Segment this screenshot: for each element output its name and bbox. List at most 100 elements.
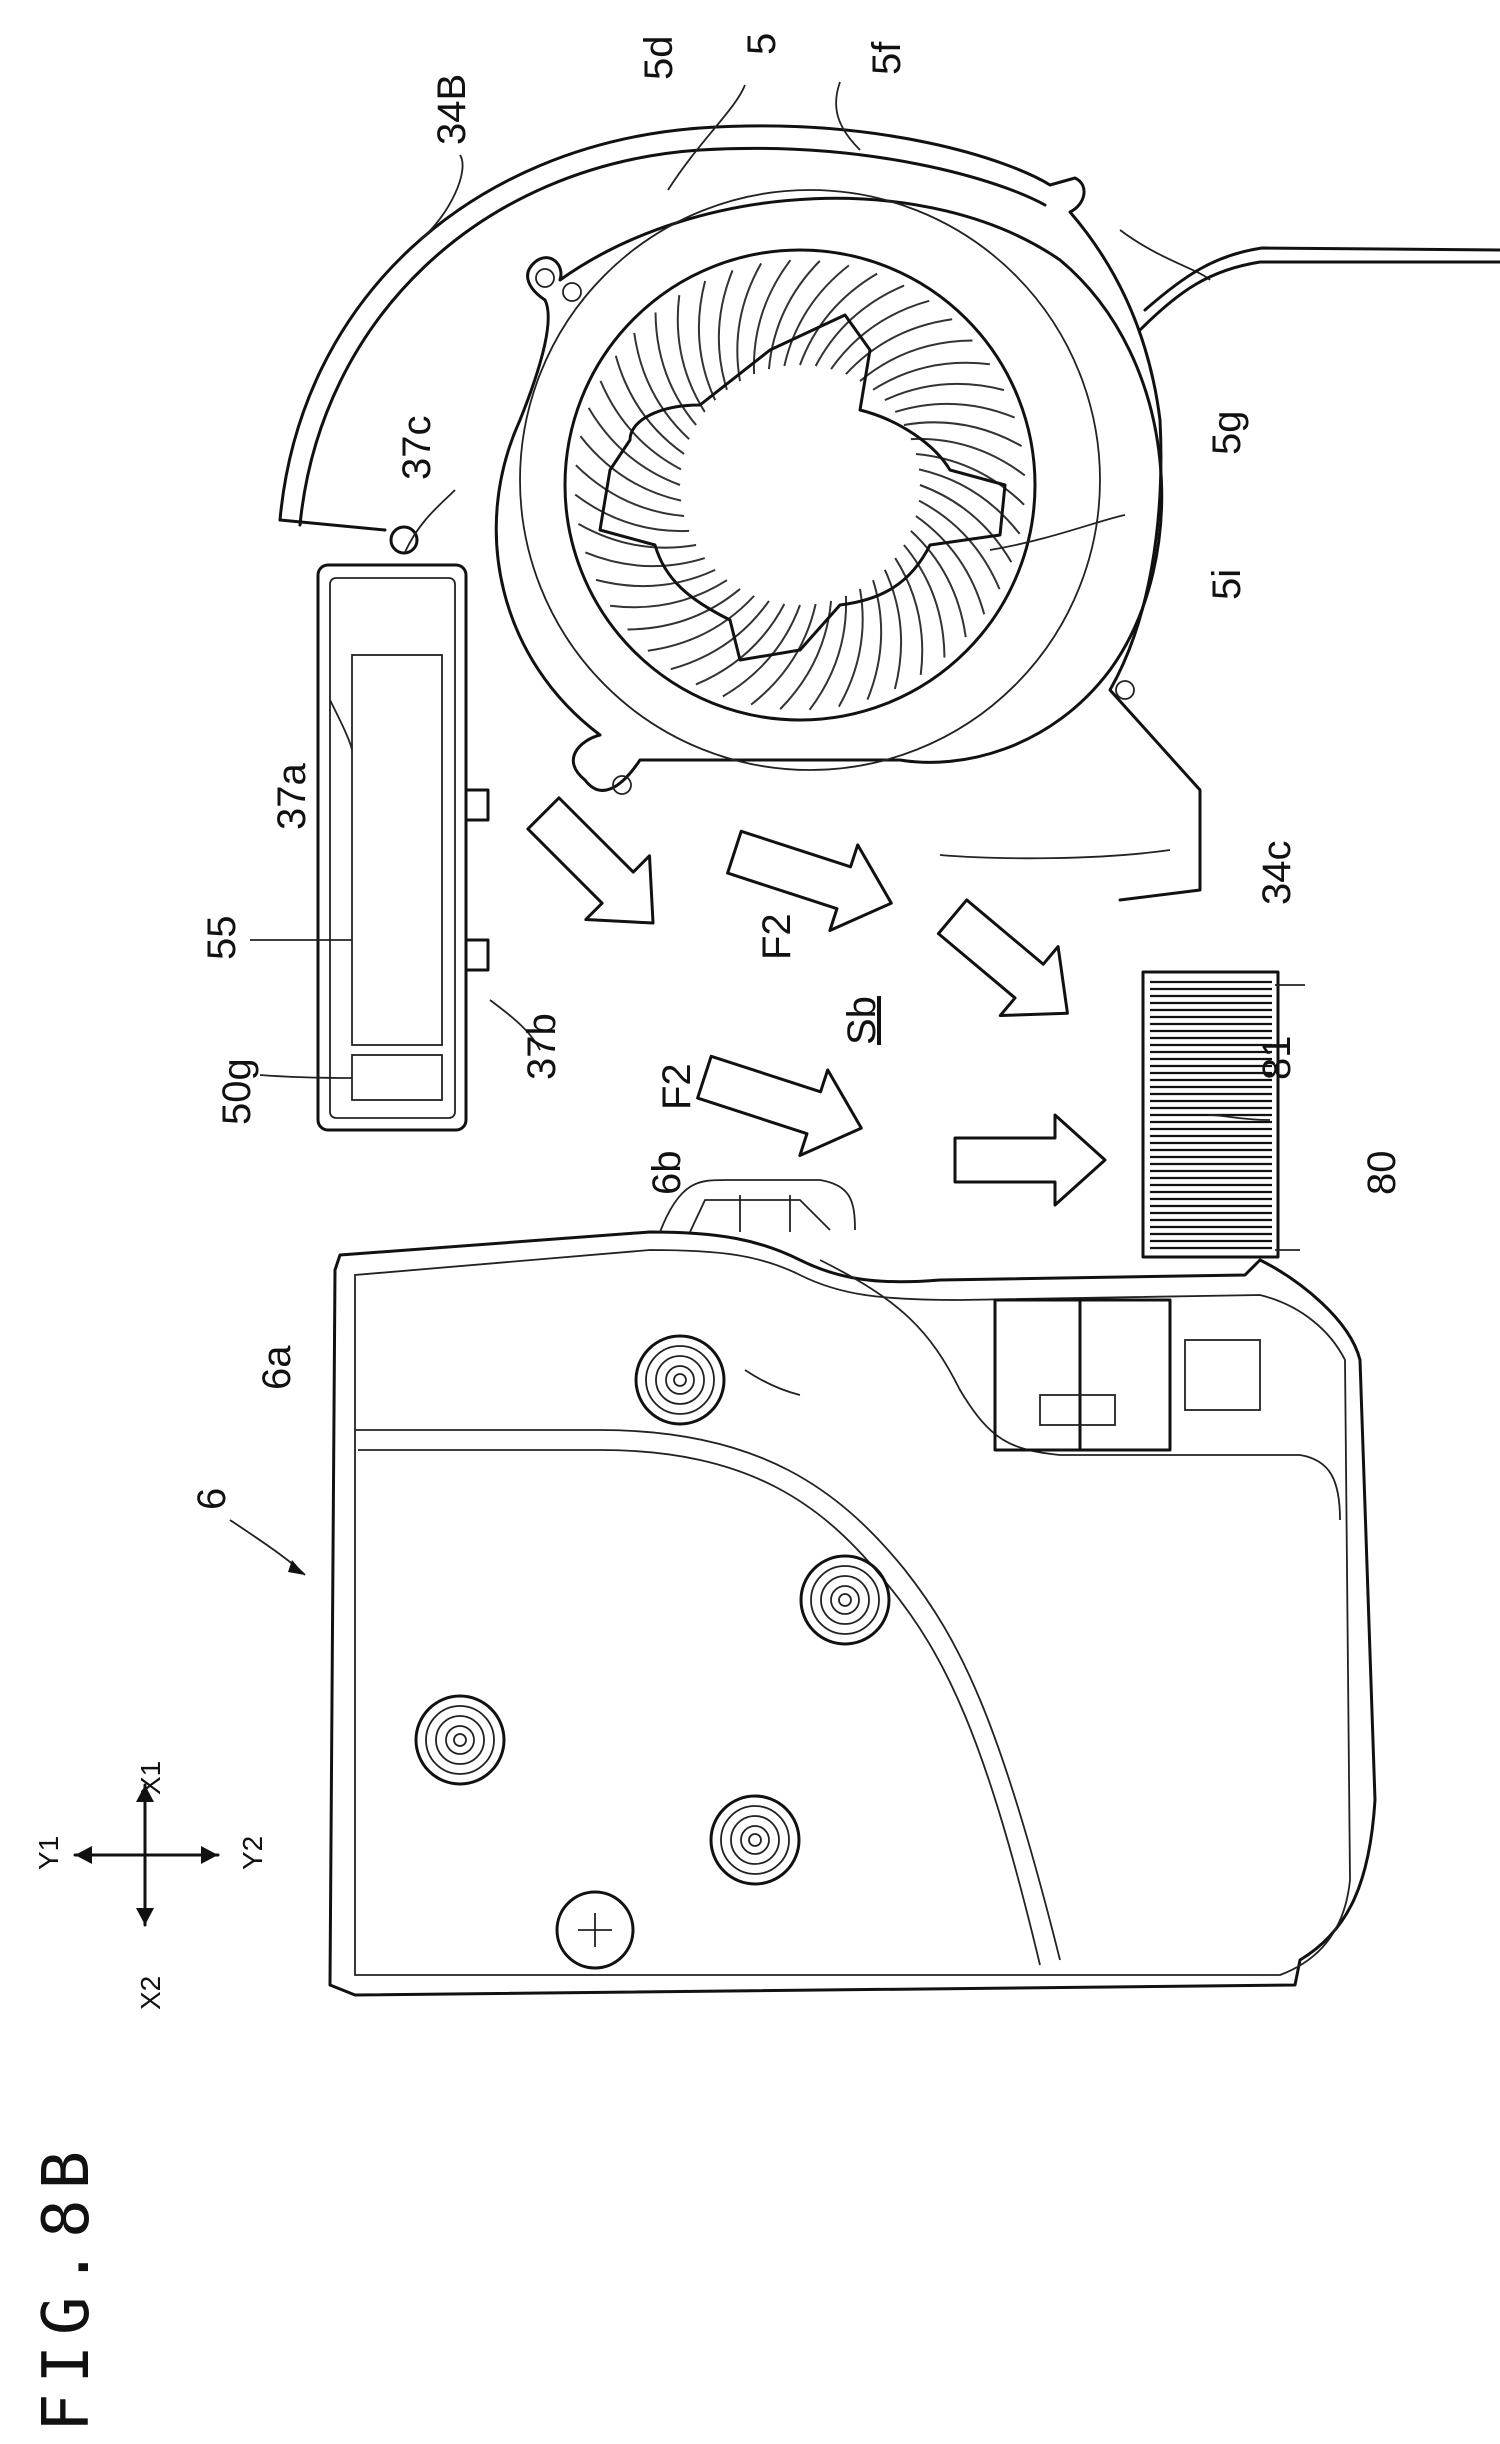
fan-blade: [584, 551, 706, 568]
label-unit-top: 6a: [255, 1345, 299, 1390]
fan-blade: [910, 530, 967, 638]
boss-ring: [810, 1565, 880, 1635]
fan-blade: [647, 595, 755, 652]
fan-blade: [915, 515, 986, 615]
fan-blade: [915, 452, 1025, 506]
label-heatsink: 80: [1360, 1151, 1404, 1196]
label-holder-side: 37a: [270, 763, 314, 830]
label-fan-housing-top: 5f: [865, 41, 909, 75]
label-unit: 6: [190, 1488, 234, 1510]
airflow-arrows: [526, 796, 1107, 1207]
module-55: [351, 654, 443, 1046]
module-holder: [316, 525, 490, 1132]
reference-labels: 34B 5d 5 5f 5g 5i 34c 37c 37a 55 37b 50g…: [190, 33, 1404, 1510]
fan-blade: [903, 544, 946, 658]
fan-blade: [779, 600, 833, 710]
label-module: 55: [200, 916, 244, 961]
fan-blade: [894, 557, 924, 675]
fan-blade: [633, 332, 690, 440]
blower-fan: [494, 189, 1164, 795]
fan-blade: [574, 493, 690, 533]
fan-blades: [574, 259, 1026, 711]
label-holder-tab: 37b: [520, 1013, 564, 1080]
unit-bosses: [414, 1334, 891, 1886]
fan-blade: [918, 468, 1021, 535]
fan-duct-housing: [278, 124, 1500, 902]
label-duct-wall: 34B: [430, 74, 474, 145]
boss-ring: [720, 1805, 790, 1875]
fan-blade: [799, 272, 878, 366]
label-unit-edge: 6b: [645, 1151, 689, 1196]
boss-ring: [435, 1715, 485, 1765]
axis-x1-label: X1: [135, 1761, 166, 1795]
axis-x2-label: X2: [135, 1976, 166, 2010]
fan-blade: [845, 318, 953, 375]
fan-blade: [767, 260, 821, 370]
fan-blade: [894, 402, 1016, 419]
figure-caption: FIG.8B: [30, 2141, 104, 2432]
label-fan-ring: 5d: [637, 36, 681, 81]
boss-ring: [453, 1733, 467, 1747]
fan-blade: [610, 579, 728, 609]
fan-blade: [722, 604, 801, 698]
label-fins: 81: [1255, 1036, 1299, 1081]
boss-ring: [414, 1694, 506, 1786]
boss-ring: [740, 1825, 770, 1855]
fan-blade: [837, 588, 864, 708]
fan-blade: [872, 361, 990, 391]
fan-blade: [579, 435, 682, 502]
leader-lines: [250, 81, 1305, 1396]
fan-blade: [670, 600, 770, 671]
fan-blade: [697, 280, 717, 401]
unit-housing: [328, 1179, 1377, 1997]
fan-blade: [859, 339, 973, 382]
fan-blade: [918, 499, 1001, 590]
boss-ring: [634, 1334, 726, 1426]
boss-ring: [799, 1554, 891, 1646]
fan-blade: [577, 522, 697, 549]
heatsink: [1141, 970, 1280, 1259]
fan-blade: [654, 312, 697, 426]
label-hub: 5g: [1205, 411, 1249, 456]
fan-blade: [717, 269, 734, 391]
boss-ring: [655, 1355, 705, 1405]
label-flow-lower: F2: [655, 1063, 699, 1110]
boss-ring: [673, 1373, 687, 1387]
fan-blade: [884, 382, 1005, 402]
fan-blade: [903, 421, 1023, 448]
fan-blade: [830, 299, 930, 370]
fan-blade: [883, 569, 903, 690]
fan-blade: [575, 464, 685, 518]
label-flow-upper: F2: [755, 913, 799, 960]
boss-ring: [748, 1833, 762, 1847]
boss-ring: [709, 1794, 801, 1886]
fan-blade: [695, 603, 786, 686]
screw-icon: [555, 1890, 635, 1970]
fan-blade: [919, 484, 1013, 563]
fan-blade: [910, 437, 1026, 477]
fan-blade: [808, 595, 848, 711]
label-duct-edge: 34c: [1255, 841, 1299, 906]
fan-blade: [736, 262, 763, 382]
label-module-part: 50g: [215, 1058, 259, 1125]
boss-ring: [820, 1575, 870, 1625]
fan-blade: [599, 380, 682, 471]
axis-y2-label: Y2: [237, 1836, 268, 1870]
fan-blade: [627, 588, 741, 631]
boss-ring: [838, 1593, 852, 1607]
boss-ring: [830, 1585, 860, 1615]
boss-ring: [730, 1815, 780, 1865]
boss-ring: [645, 1345, 715, 1415]
module-50g: [351, 1054, 443, 1101]
fan-blade: [614, 355, 685, 455]
axis-y1-label: Y1: [33, 1836, 64, 1870]
fan-blade: [783, 264, 850, 367]
fan-blade: [814, 284, 905, 367]
fan-blade: [752, 259, 792, 375]
fan-blade: [595, 568, 716, 588]
label-holder-corner: 37c: [395, 416, 439, 481]
boss-ring: [445, 1725, 475, 1755]
fan-blade: [866, 579, 883, 701]
label-fan: 5: [740, 33, 784, 55]
